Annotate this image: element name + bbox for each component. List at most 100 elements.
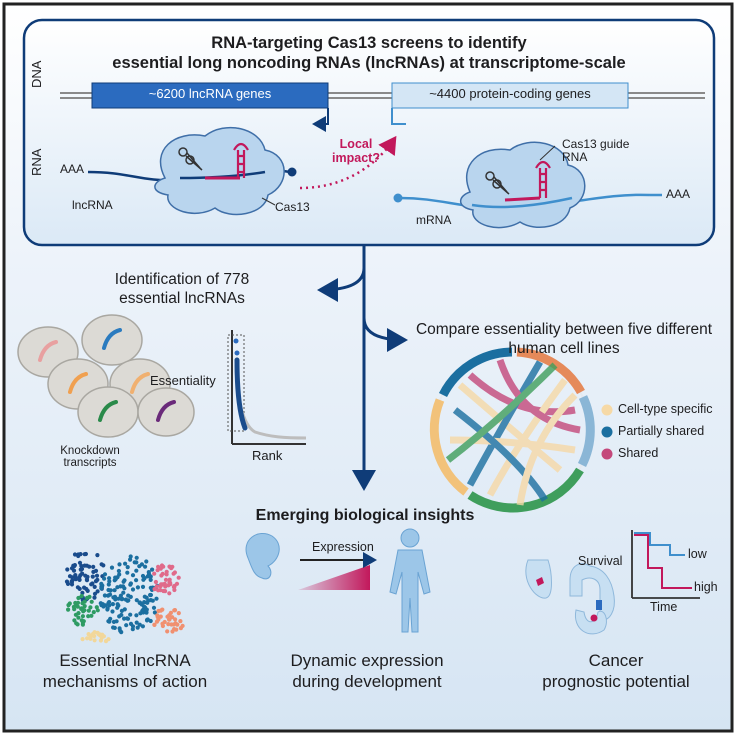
cluster-point: [86, 614, 91, 619]
local-impact-label: Local impact?: [332, 137, 380, 165]
legend-swatches: [601, 404, 613, 460]
cluster-point: [90, 574, 95, 579]
cluster-point: [76, 615, 81, 620]
cluster-point: [108, 616, 113, 621]
cluster-point: [89, 613, 94, 618]
cluster-point: [77, 586, 82, 592]
cluster-point: [173, 617, 178, 622]
cluster-point: [137, 564, 142, 569]
cluster-point: [115, 602, 120, 607]
cluster-point: [123, 561, 128, 566]
cluster-point: [145, 617, 150, 622]
expression-wedge: [298, 565, 370, 590]
aaa-left-label: AAA: [60, 162, 85, 176]
cluster-point: [99, 581, 104, 587]
cluster-point: [66, 603, 71, 608]
cluster-point: [114, 619, 119, 624]
cluster-point: [143, 564, 148, 569]
cluster-point: [99, 562, 104, 567]
cluster-point: [78, 573, 83, 578]
cluster-point: [95, 589, 100, 594]
cluster-point: [152, 610, 157, 615]
cluster-point: [156, 588, 161, 593]
cluster-point: [152, 587, 157, 592]
legend-shared: Shared: [618, 446, 659, 460]
mrna-cap: [393, 193, 403, 203]
cluster-point: [171, 622, 176, 627]
cluster-point: [106, 637, 111, 642]
cluster-point: [72, 552, 78, 557]
organ-icons: [525, 559, 615, 635]
cluster-point: [105, 607, 110, 612]
cluster-point: [151, 605, 157, 610]
high-label: high: [694, 580, 718, 594]
scissors-icon: [178, 147, 203, 171]
cluster-point: [84, 586, 89, 592]
cluster-point: [162, 619, 167, 625]
cluster-point: [95, 553, 100, 558]
cluster-point: [153, 579, 158, 585]
cluster-point: [77, 577, 82, 583]
cluster-point: [170, 629, 175, 634]
cluster-point: [80, 601, 85, 606]
cluster-point: [134, 598, 139, 603]
cluster-point: [118, 593, 123, 598]
title-line-2: essential long noncoding RNAs (lncRNAs) …: [112, 54, 626, 72]
cluster-point: [88, 636, 93, 641]
lncrna-cap: [287, 167, 297, 177]
cluster-point: [116, 596, 121, 601]
cluster-point: [155, 613, 160, 618]
cluster-point: [141, 577, 146, 582]
cas13-leader-line: [261, 197, 276, 206]
cluster-point: [85, 595, 90, 601]
cluster-point: [106, 582, 111, 587]
cluster-point: [118, 584, 123, 589]
cluster-point: [92, 595, 97, 600]
cluster-point: [64, 579, 70, 584]
cluster-point: [163, 589, 168, 594]
cluster-point: [137, 600, 142, 605]
rna-axis-label: RNA: [29, 148, 44, 176]
cluster-point: [99, 635, 104, 640]
cluster-point: [75, 604, 80, 609]
cluster-point: [80, 637, 85, 642]
cluster-point: [110, 609, 115, 614]
insights-heading: Emerging biological insights: [255, 507, 475, 524]
cluster-point: [107, 600, 112, 605]
knockdown-cells: [17, 314, 195, 438]
cluster-point: [148, 592, 153, 598]
cluster-point: [93, 579, 99, 584]
cluster-point: [100, 602, 105, 607]
expression-label: Expression: [312, 540, 374, 554]
cluster-point: [115, 605, 120, 610]
cluster-point: [128, 594, 133, 600]
cluster-point: [80, 607, 85, 612]
cluster-point: [152, 622, 157, 628]
cluster-point: [156, 617, 161, 622]
cluster-point: [89, 582, 94, 587]
cluster-point: [79, 593, 84, 599]
cluster-point: [99, 586, 104, 591]
cluster-point: [82, 552, 87, 557]
cluster-point: [154, 596, 159, 601]
cluster-point: [167, 591, 172, 596]
cluster-point: [106, 587, 111, 593]
cluster-point: [174, 627, 179, 632]
cluster-point: [150, 567, 155, 572]
cluster-point: [125, 570, 130, 575]
caption-development-line1: Dynamic expression: [290, 651, 444, 670]
cluster-point: [134, 613, 139, 618]
cluster-point: [110, 602, 115, 607]
cluster-point: [170, 615, 175, 620]
embryo-icon: [245, 533, 280, 580]
lncrna-label: lncRNA: [72, 198, 113, 212]
cluster-point: [119, 630, 124, 635]
cluster-point: [167, 617, 172, 622]
aaa-right-label: AAA: [666, 187, 691, 201]
lncrna-gene-box: [91, 82, 329, 109]
cluster-point: [134, 568, 139, 573]
cluster-point: [172, 608, 177, 613]
low-label: low: [688, 547, 707, 561]
cluster-point: [168, 582, 173, 587]
cluster-point: [156, 564, 161, 569]
